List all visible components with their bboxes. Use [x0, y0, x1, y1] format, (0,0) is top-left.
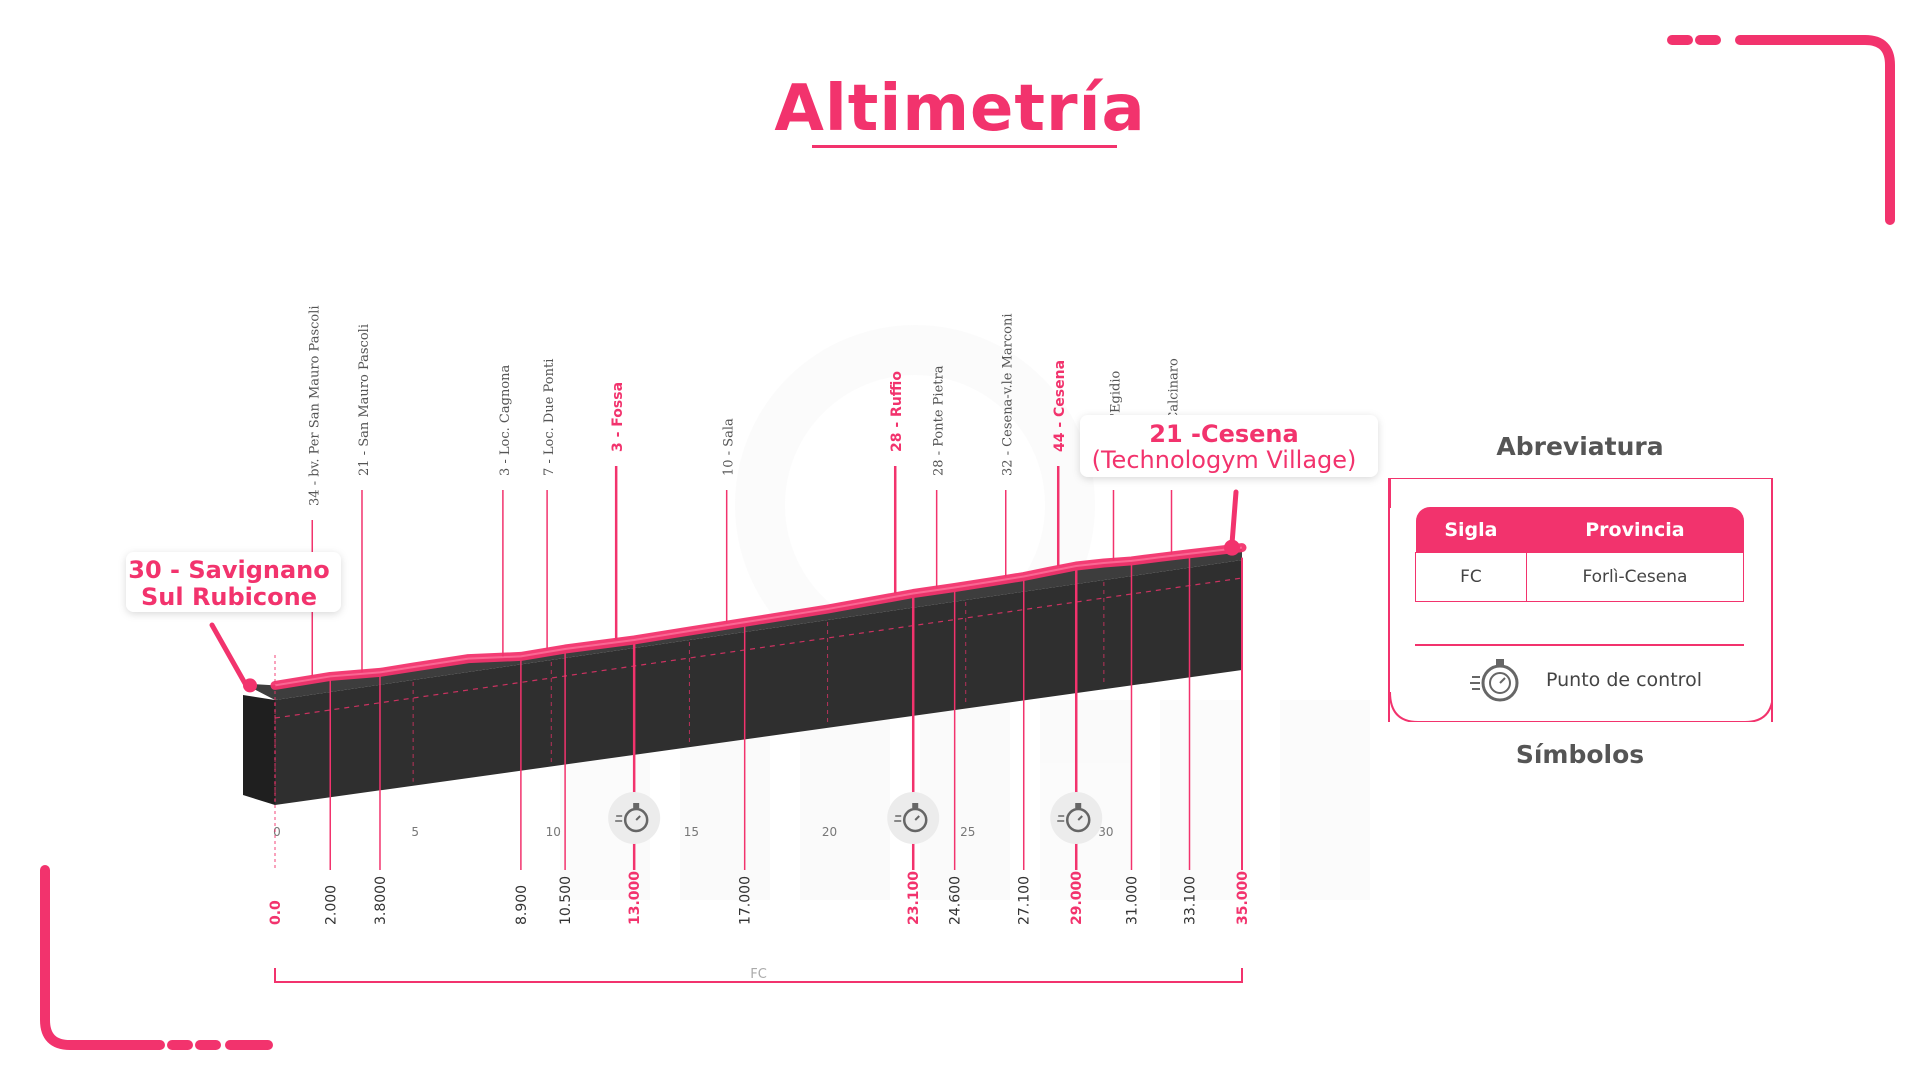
legend-frame-top — [1389, 478, 1773, 508]
checkpoint-crown — [1075, 803, 1082, 808]
waypoint-label: 10 - Sala — [722, 418, 737, 476]
finish-location-name: 21 -Cesena — [1149, 420, 1298, 448]
checkpoint-badge — [608, 792, 661, 844]
terrain-reference-line — [274, 577, 1243, 719]
finish-km-label: 35.000 — [1235, 871, 1251, 925]
start-label-box — [126, 552, 341, 612]
waypoint-label: 21 - San Mauro Pascoli — [357, 324, 372, 476]
waypoint-label: 34 - bv. Per San Mauro Pascoli — [307, 305, 322, 506]
checkpoint-dial — [902, 807, 928, 833]
waypoint-km-label: 3.8000 — [373, 876, 389, 925]
km-tick-label: 15 — [684, 825, 699, 839]
legend-frame-bottom — [1389, 691, 1773, 722]
symbol-legend-row: Punto de control — [1470, 655, 1702, 705]
waypoint-label: 3 - Fossa — [610, 382, 626, 452]
legend-frame — [1388, 478, 1773, 722]
waypoint-km-label: 17.000 — [738, 876, 754, 925]
km-tick-label: 0 — [273, 825, 281, 839]
checkpoint-badge — [1050, 792, 1103, 844]
header-provincia: Provincia — [1526, 507, 1744, 553]
waypoint-km-label: 24.600 — [948, 876, 964, 925]
stopwatch-icon — [1470, 659, 1519, 702]
waypoint-label: 44 - Cesena — [1052, 360, 1068, 452]
waypoint-km-label: 8.900 — [514, 885, 530, 925]
cell-provincia: Forlì-Cesena — [1525, 552, 1745, 602]
waypoint-km-label: 2.000 — [323, 885, 339, 925]
province-bracket — [274, 968, 1243, 983]
cell-sigla: FC — [1415, 552, 1527, 602]
title-underline — [812, 145, 1117, 148]
page-title: Altimetría — [774, 72, 1146, 146]
waypoint-km-label: 31.000 — [1124, 876, 1140, 925]
finish-label-box — [1080, 415, 1378, 477]
elevation-profile-highlight — [274, 546, 1243, 687]
symbols-heading: Símbolos — [1515, 740, 1645, 769]
start-location-name: 30 - Savignano — [128, 556, 329, 584]
waypoint-km-label: 13.000 — [627, 871, 643, 925]
checkpoint-badge — [887, 792, 940, 844]
corner-frame-top-right — [1667, 35, 1895, 225]
checkpoint-crown — [633, 803, 640, 808]
finish-location-name-2: (Technologym Village) — [1092, 446, 1357, 474]
stopwatch-icon — [887, 792, 940, 844]
legend-divider — [1415, 644, 1744, 646]
checkpoint-hand — [914, 815, 920, 821]
table-header-row: Sigla Provincia — [1415, 507, 1744, 553]
start-dot — [243, 678, 257, 693]
waypoint-label: 3 - Loc. Cagnona — [498, 364, 513, 476]
checkpoint-hand — [1077, 815, 1083, 821]
checkpoint-dial — [623, 807, 649, 833]
abbreviation-table: Sigla Provincia FC Forlì-Cesena — [1415, 507, 1745, 602]
waypoint-label: 28 - Ponte Pietra — [932, 365, 947, 476]
province-bracket-label: FC — [750, 967, 767, 982]
table-row: FC Forlì-Cesena — [1415, 552, 1745, 602]
km-tick-label: 30 — [1098, 825, 1113, 839]
waypoint-km-label: 27.100 — [1017, 876, 1033, 925]
waypoint-label: 32 - Cesena-v.le Marconi — [1001, 313, 1016, 476]
checkpoint-dial — [1065, 807, 1091, 833]
waypoint-km-label: 23.100 — [906, 871, 922, 925]
waypoint-label: 28 - Ruffio — [889, 371, 905, 452]
km-tick-label: 5 — [411, 825, 419, 839]
legend-frame-lines — [1389, 478, 1773, 722]
waypoint-km-label: 10.500 — [558, 876, 574, 925]
km-tick-label: 20 — [822, 825, 837, 839]
terrain-side-face — [243, 695, 275, 805]
checkpoint-symbol-label: Punto de control — [1546, 669, 1702, 691]
abbreviation-heading: Abreviatura — [1496, 432, 1664, 461]
waypoint-km-label: 33.100 — [1183, 876, 1199, 925]
checkpoint-hand — [635, 815, 641, 821]
km-tick-label: 25 — [960, 825, 975, 839]
km-tick-label: 10 — [546, 825, 561, 839]
start-km-label: 0.0 — [268, 900, 284, 925]
stopwatch-icon — [608, 792, 661, 844]
checkpoint-crown — [912, 803, 919, 808]
stopwatch-icon — [1050, 792, 1103, 844]
start-location-name-2: Sul Rubicone — [141, 583, 317, 611]
finish-pointer — [1229, 489, 1239, 547]
waypoint-label: 7 - Loc. Due Ponti — [542, 359, 557, 476]
header-sigla: Sigla — [1415, 507, 1527, 553]
waypoint-km-label: 29.000 — [1069, 871, 1085, 925]
finish-dot — [1224, 539, 1240, 556]
terrain-front-face — [275, 560, 1242, 805]
corner-frame-bottom-left — [40, 865, 273, 1050]
start-pointer — [209, 622, 248, 686]
